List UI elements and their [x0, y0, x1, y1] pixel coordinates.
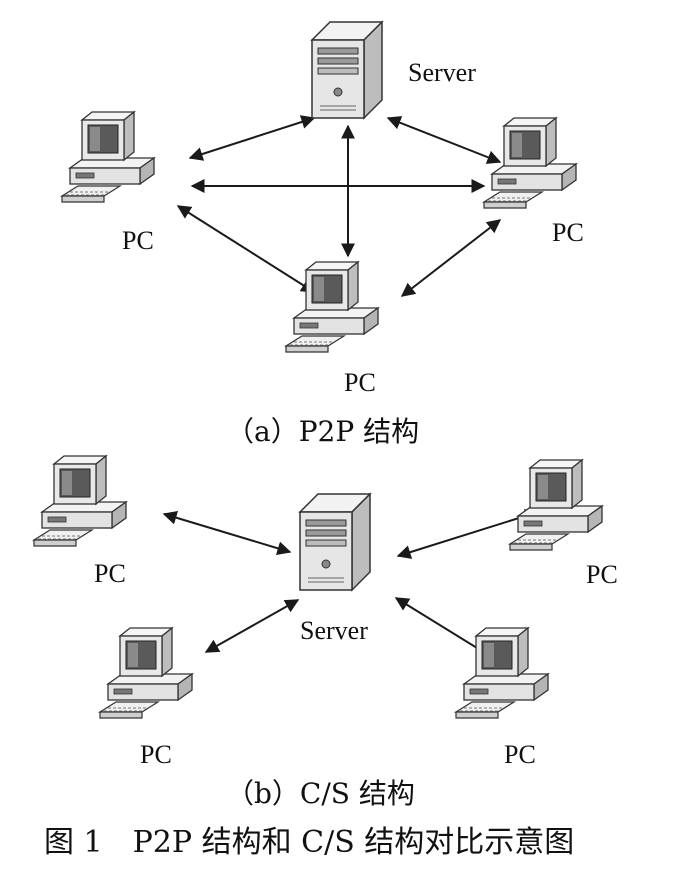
link-pc-left-server	[188, 115, 316, 161]
cs-diagram	[33, 455, 603, 719]
figure-caption: 图 1 P2P 结构和 C/S 结构对比示意图	[44, 825, 575, 860]
link-server-pc-right	[386, 116, 502, 164]
link-server-pc-top-left	[162, 510, 292, 556]
p2p-caption: （a）P2P 结构	[226, 415, 420, 448]
p2p-diagram	[61, 21, 577, 353]
link-server-pc-bottom-left	[204, 599, 300, 653]
p2p-pc-left-label: PC	[122, 226, 154, 255]
pc-icon	[483, 117, 577, 209]
pc-icon	[285, 261, 379, 353]
p2p-pc-bottom-label: PC	[344, 368, 376, 397]
pc-icon	[61, 111, 155, 203]
pc-icon	[455, 627, 549, 719]
link-pc-right-pc-bottom	[400, 219, 502, 297]
cs-pc-top-right-label: PC	[586, 560, 618, 589]
pc-icon	[33, 455, 127, 547]
p2p-links	[176, 115, 502, 297]
cs-pc-top-left-label: PC	[94, 559, 126, 588]
server-icon	[299, 493, 371, 591]
pc-icon	[99, 627, 193, 719]
cs-links	[162, 509, 540, 657]
link-pc-left-pc-bottom	[176, 205, 316, 293]
p2p-pc-right-label: PC	[552, 218, 584, 247]
cs-caption: （b）C/S 结构	[226, 777, 415, 810]
pc-icon	[509, 459, 603, 551]
server-icon	[311, 21, 383, 119]
link-server-pc-bottom-right	[394, 597, 492, 657]
p2p-server-label: Server	[408, 58, 476, 87]
cs-pc-bottom-right-label: PC	[504, 740, 536, 769]
cs-server-label: Server	[300, 616, 368, 645]
link-server-pc-top-right	[396, 509, 540, 559]
cs-pc-bottom-left-label: PC	[140, 740, 172, 769]
